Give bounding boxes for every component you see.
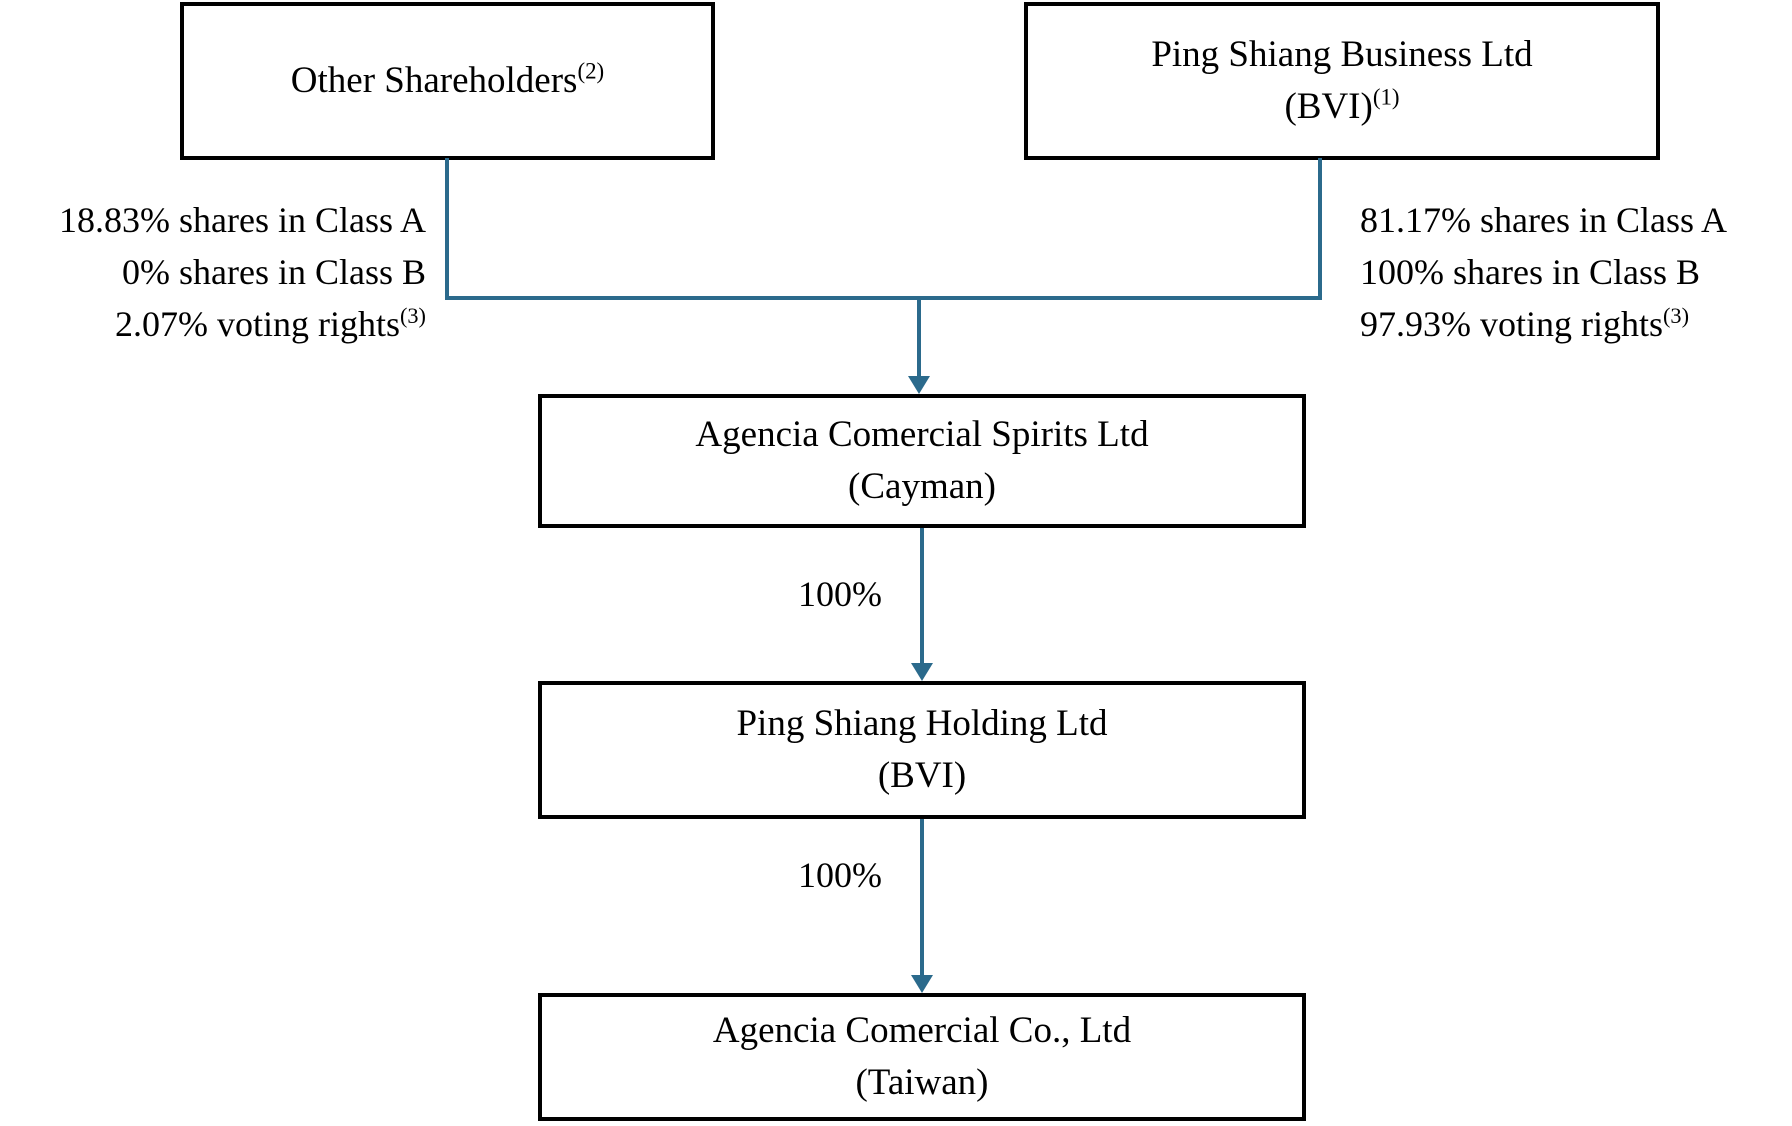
node-name: Agencia Comercial Spirits Ltd bbox=[695, 414, 1149, 455]
ownership-label-business: 81.17% shares in Class A 100% shares in … bbox=[1360, 194, 1792, 350]
node-name: Ping Shiang Business Ltd bbox=[1151, 34, 1533, 75]
ownership-label-holding-to-taiwan: 100% bbox=[798, 855, 882, 895]
connector-other-shareholders-drop bbox=[445, 158, 449, 300]
class-a-share-line: 18.83% shares in Class A bbox=[59, 200, 426, 240]
class-a-share-line: 81.17% shares in Class A bbox=[1360, 200, 1727, 240]
node-ping-shiang-business: Ping Shiang Business Ltd (BVI)(1) bbox=[1024, 2, 1660, 160]
connector-spirits-to-holding bbox=[920, 528, 924, 665]
node-label: Ping Shiang Business Ltd bbox=[1151, 29, 1532, 81]
node-other-shareholders: Other Shareholders(2) bbox=[180, 2, 715, 160]
ownership-label-spirits-to-holding: 100% bbox=[798, 574, 882, 614]
node-agencia-comercial-spirits: Agencia Comercial Spirits Ltd (Cayman) bbox=[538, 394, 1306, 528]
node-jurisdiction: (Cayman) bbox=[848, 466, 996, 507]
voting-rights-line: 97.93% voting rights(3) bbox=[1360, 298, 1792, 350]
node-name: Ping Shiang Holding Ltd bbox=[736, 703, 1108, 744]
node-jurisdiction: (BVI) bbox=[877, 755, 967, 796]
node-jurisdiction: (BVI)(1) bbox=[1284, 81, 1399, 133]
class-b-share-line: 100% shares in Class B bbox=[1360, 252, 1700, 292]
connector-to-spirits bbox=[917, 300, 921, 378]
footnote-ref: (2) bbox=[577, 58, 605, 84]
node-jurisdiction: (Taiwan) bbox=[855, 1062, 989, 1103]
voting-rights-text: 97.93% voting rights bbox=[1360, 304, 1663, 344]
footnote-ref: (1) bbox=[1372, 84, 1400, 110]
node-label: Other Shareholders(2) bbox=[291, 55, 604, 107]
connector-merge-horizontal bbox=[445, 296, 1322, 300]
footnote-ref: (3) bbox=[1663, 303, 1690, 328]
voting-rights-line: 2.07% voting rights(3) bbox=[0, 298, 426, 350]
class-b-share-line: 0% shares in Class B bbox=[122, 252, 426, 292]
node-name: Agencia Comercial Co., Ltd bbox=[712, 1010, 1132, 1051]
arrowhead-to-holding-icon bbox=[911, 663, 933, 681]
arrowhead-to-spirits-icon bbox=[908, 376, 930, 394]
node-agencia-comercial-taiwan: Agencia Comercial Co., Ltd (Taiwan) bbox=[538, 993, 1306, 1121]
footnote-ref: (3) bbox=[399, 303, 426, 328]
connector-holding-to-taiwan bbox=[920, 819, 924, 977]
jurisdiction-text: (BVI) bbox=[1284, 86, 1373, 127]
node-ping-shiang-holding: Ping Shiang Holding Ltd (BVI) bbox=[538, 681, 1306, 819]
connector-business-drop bbox=[1318, 158, 1322, 300]
ownership-label-other-shareholders: 18.83% shares in Class A 0% shares in Cl… bbox=[0, 194, 426, 350]
voting-rights-text: 2.07% voting rights bbox=[114, 304, 400, 344]
arrowhead-to-taiwan-icon bbox=[911, 975, 933, 993]
node-name: Other Shareholders bbox=[290, 60, 578, 101]
